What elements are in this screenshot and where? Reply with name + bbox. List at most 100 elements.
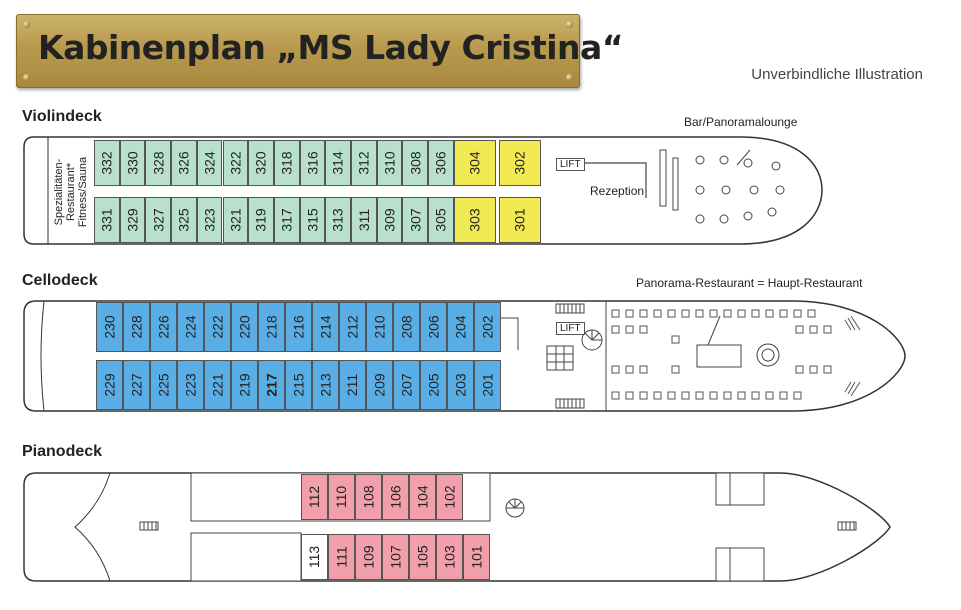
cabin-107[interactable]: 107 xyxy=(382,534,409,580)
cabin-111[interactable]: 111 xyxy=(328,534,355,580)
cabin-104[interactable]: 104 xyxy=(409,474,436,520)
cabin-105[interactable]: 105 xyxy=(409,534,436,580)
cabin-323[interactable]: 323 xyxy=(196,197,223,243)
cabin-209[interactable]: 209 xyxy=(366,360,393,410)
cabin-302[interactable]: 302 xyxy=(499,140,541,186)
cabin-330[interactable]: 330 xyxy=(119,140,146,186)
cabin-307[interactable]: 307 xyxy=(402,197,429,243)
cabin-220[interactable]: 220 xyxy=(231,302,258,352)
cabin-206[interactable]: 206 xyxy=(420,302,447,352)
cabin-109[interactable]: 109 xyxy=(355,534,382,580)
cabin-325[interactable]: 325 xyxy=(171,197,197,243)
cabin-number: 226 xyxy=(155,315,172,339)
cabin-228[interactable]: 228 xyxy=(123,302,150,352)
cabin-number: 227 xyxy=(128,373,145,397)
cabin-103[interactable]: 103 xyxy=(436,534,463,580)
cabin-214[interactable]: 214 xyxy=(312,302,339,352)
cabin-106[interactable]: 106 xyxy=(382,474,409,520)
cabin-222[interactable]: 222 xyxy=(204,302,231,352)
cabin-number: 205 xyxy=(425,373,442,397)
cabin-number: 321 xyxy=(227,208,244,232)
cabin-230[interactable]: 230 xyxy=(96,302,123,352)
cabin-201[interactable]: 201 xyxy=(474,360,501,410)
cabin-322[interactable]: 322 xyxy=(222,140,249,186)
cabin-number: 303 xyxy=(466,208,483,232)
cabin-229[interactable]: 229 xyxy=(96,360,123,410)
illustration-note: Unverbindliche Illustration xyxy=(751,66,923,83)
cabin-326[interactable]: 326 xyxy=(171,140,197,186)
cabin-211[interactable]: 211 xyxy=(339,360,366,410)
cabin-110[interactable]: 110 xyxy=(328,474,355,520)
cabin-number: 325 xyxy=(175,208,192,232)
cabin-316[interactable]: 316 xyxy=(299,140,326,186)
cabin-112[interactable]: 112 xyxy=(301,474,328,520)
cabin-218[interactable]: 218 xyxy=(258,302,285,352)
cabin-221[interactable]: 221 xyxy=(204,360,231,410)
cabin-329[interactable]: 329 xyxy=(119,197,146,243)
cabin-number: 327 xyxy=(150,208,167,232)
cabin-number: 318 xyxy=(278,151,295,175)
cabin-205[interactable]: 205 xyxy=(420,360,447,410)
cabin-308[interactable]: 308 xyxy=(402,140,429,186)
cabin-212[interactable]: 212 xyxy=(339,302,366,352)
cabin-324[interactable]: 324 xyxy=(196,140,223,186)
cabin-number: 210 xyxy=(371,315,388,339)
cabin-number: 207 xyxy=(398,373,415,397)
cabin-319[interactable]: 319 xyxy=(248,197,274,243)
cabin-227[interactable]: 227 xyxy=(123,360,150,410)
cabin-number: 306 xyxy=(432,151,449,175)
cabin-318[interactable]: 318 xyxy=(273,140,300,186)
cabin-328[interactable]: 328 xyxy=(145,140,172,186)
cabin-213[interactable]: 213 xyxy=(312,360,339,410)
cabin-311[interactable]: 311 xyxy=(351,197,377,243)
cabin-216[interactable]: 216 xyxy=(285,302,312,352)
cabin-223[interactable]: 223 xyxy=(177,360,204,410)
cabin-101[interactable]: 101 xyxy=(463,534,490,580)
cabin-113[interactable]: 113 xyxy=(301,534,328,580)
cabin-312[interactable]: 312 xyxy=(351,140,377,186)
cabin-327[interactable]: 327 xyxy=(145,197,172,243)
cabin-number: 320 xyxy=(253,151,270,175)
cabin-number: 311 xyxy=(355,208,372,232)
cabin-321[interactable]: 321 xyxy=(222,197,249,243)
cabin-207[interactable]: 207 xyxy=(393,360,420,410)
cabin-202[interactable]: 202 xyxy=(474,302,501,352)
cabin-303[interactable]: 303 xyxy=(454,197,496,243)
cabin-203[interactable]: 203 xyxy=(447,360,474,410)
screw-icon xyxy=(566,74,573,81)
cabin-226[interactable]: 226 xyxy=(150,302,177,352)
cabin-306[interactable]: 306 xyxy=(428,140,454,186)
cabin-number: 107 xyxy=(387,545,404,569)
cabin-224[interactable]: 224 xyxy=(177,302,204,352)
cabin-309[interactable]: 309 xyxy=(376,197,403,243)
cabin-314[interactable]: 314 xyxy=(325,140,351,186)
cabin-225[interactable]: 225 xyxy=(150,360,177,410)
cabin-208[interactable]: 208 xyxy=(393,302,420,352)
cabin-310[interactable]: 310 xyxy=(376,140,403,186)
cabin-317[interactable]: 317 xyxy=(273,197,300,243)
cabin-number: 211 xyxy=(344,373,361,397)
cabin-217[interactable]: 217 xyxy=(258,360,285,410)
cabin-number: 215 xyxy=(290,373,307,397)
cabin-number: 217 xyxy=(263,373,280,397)
cabin-305[interactable]: 305 xyxy=(428,197,454,243)
cabin-number: 314 xyxy=(330,151,347,175)
cabin-number: 208 xyxy=(398,315,415,339)
cabin-219[interactable]: 219 xyxy=(231,360,258,410)
cabin-332[interactable]: 332 xyxy=(94,140,120,186)
cabin-number: 219 xyxy=(236,373,253,397)
cabin-number: 102 xyxy=(441,485,458,509)
cabin-304[interactable]: 304 xyxy=(454,140,496,186)
cabin-108[interactable]: 108 xyxy=(355,474,382,520)
cabin-number: 225 xyxy=(155,373,172,397)
deck-title-violin: Violindeck xyxy=(22,108,102,125)
cabin-331[interactable]: 331 xyxy=(94,197,120,243)
cabin-102[interactable]: 102 xyxy=(436,474,463,520)
cabin-210[interactable]: 210 xyxy=(366,302,393,352)
cabin-215[interactable]: 215 xyxy=(285,360,312,410)
cabin-204[interactable]: 204 xyxy=(447,302,474,352)
cabin-301[interactable]: 301 xyxy=(499,197,541,243)
cabin-315[interactable]: 315 xyxy=(299,197,326,243)
cabin-320[interactable]: 320 xyxy=(248,140,274,186)
cabin-313[interactable]: 313 xyxy=(325,197,351,243)
